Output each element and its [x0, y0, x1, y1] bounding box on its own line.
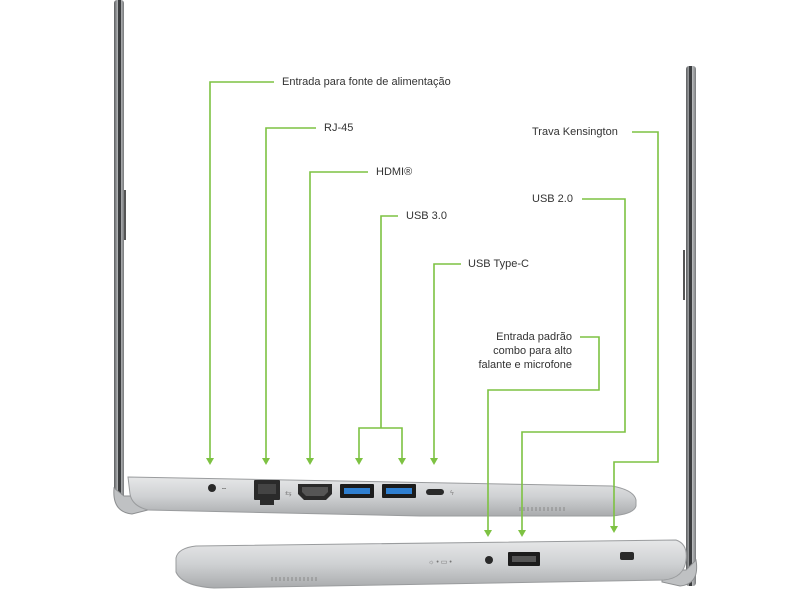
- svg-text:⇆: ⇆: [285, 489, 292, 498]
- callout-lines: [209, 81, 659, 530]
- callout-kensington: [613, 131, 659, 526]
- callout-usbc: [433, 263, 461, 458]
- usb3-port-1: [340, 484, 374, 498]
- svg-text:⎓: ⎓: [222, 486, 226, 492]
- left-vents: [519, 507, 565, 511]
- kensington-slot: [620, 552, 634, 560]
- callout-arrowheads: [206, 458, 618, 537]
- label-kensington: Trava Kensington: [532, 126, 618, 138]
- callout-hdmi: [309, 171, 368, 458]
- power-port: [208, 484, 216, 492]
- label-audio-line-1: Entrada padrão: [496, 331, 572, 343]
- usb3-port-2: [382, 484, 416, 498]
- label-hdmi: HDMI®: [376, 166, 413, 178]
- indicator-icons: ☼ • ▭ •: [428, 559, 452, 566]
- label-usbc: USB Type-C: [468, 258, 529, 270]
- rj45-port: [254, 480, 280, 505]
- label-audio-line-2: combo para alto: [493, 345, 572, 357]
- label-rj45: RJ-45: [324, 122, 354, 134]
- label-usb3: USB 3.0: [406, 210, 447, 222]
- callout-power: [209, 81, 274, 458]
- hdmi-port: [298, 484, 332, 500]
- right-laptop: ☼ • ▭ •: [175, 66, 698, 589]
- callout-usb2: [521, 198, 626, 530]
- right-base: [175, 539, 687, 589]
- svg-text:ϟ: ϟ: [450, 490, 454, 497]
- usb2-port: [508, 552, 540, 566]
- callout-usb3: [380, 215, 398, 428]
- right-vents: [271, 577, 317, 581]
- callout-rj45: [265, 127, 316, 458]
- usbc-port: [426, 489, 444, 495]
- left-laptop: ⎓ ⇆ ϟ: [113, 0, 637, 517]
- label-power: Entrada para fonte de alimentação: [282, 76, 451, 88]
- callout-audio: [487, 336, 600, 530]
- label-audio: Entrada padrão combo para alto falante e…: [462, 330, 572, 372]
- audio-jack: [485, 556, 493, 564]
- label-usb2: USB 2.0: [532, 193, 573, 205]
- label-audio-line-3: falante e microfone: [478, 359, 572, 371]
